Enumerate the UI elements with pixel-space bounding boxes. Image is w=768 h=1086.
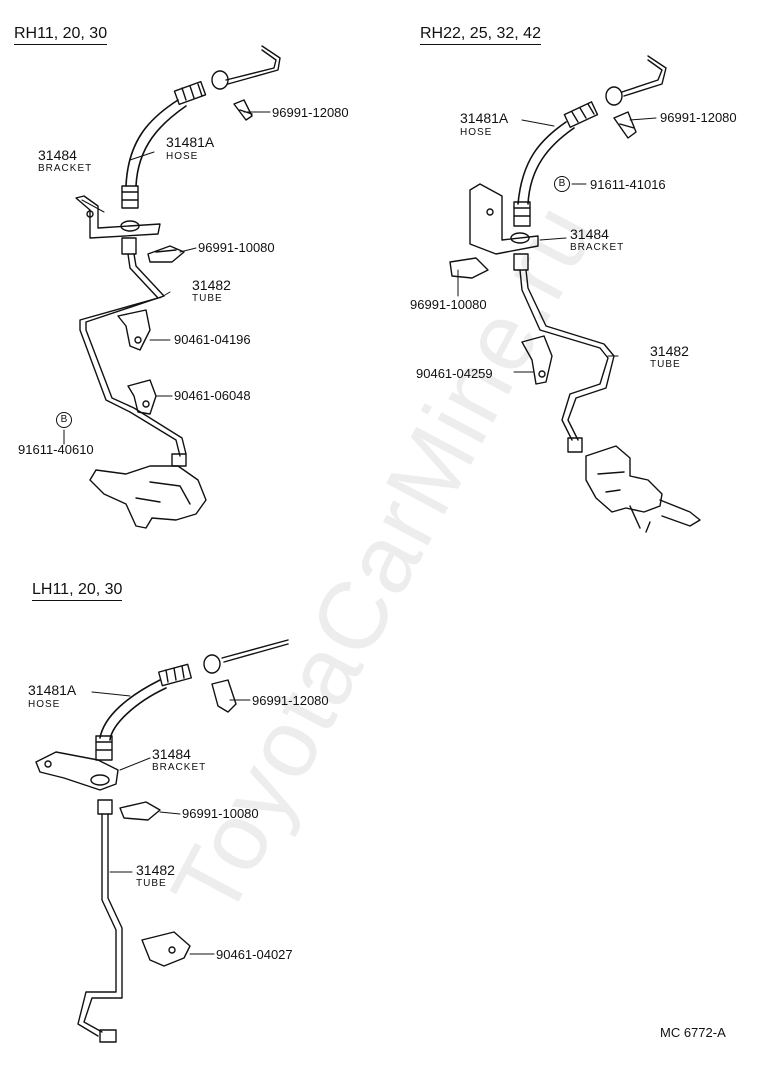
callout-31482: 31482 — [650, 343, 689, 359]
hose-upper-fitting — [564, 102, 597, 127]
clip-icon — [234, 100, 252, 120]
callout-hose-name: HOSE — [166, 151, 199, 162]
hose-upper-fitting — [174, 82, 205, 105]
clamp-04196 — [118, 310, 150, 350]
group-lh11-drawing — [36, 640, 288, 1042]
callout-90461-04027: 90461-04027 — [216, 947, 293, 962]
clamp-04259 — [522, 336, 552, 384]
callout-bracket-name: BRACKET — [38, 163, 93, 174]
callout-bracket-name: BRACKET — [152, 762, 207, 773]
union-fitting — [204, 655, 220, 673]
clip-icon — [120, 802, 160, 820]
brake-line — [226, 50, 276, 80]
callout-90461-04259: 90461-04259 — [416, 366, 493, 381]
clip-icon — [148, 246, 184, 262]
tube — [78, 814, 116, 1036]
callout-tube-name: TUBE — [136, 878, 167, 889]
clamp-06048 — [128, 380, 156, 414]
hose-upper-fitting — [159, 664, 192, 685]
callout-96991-10080: 96991-10080 — [410, 297, 487, 312]
callout-31482: 31482 — [192, 277, 231, 293]
callout-96991-12080: 96991-12080 — [272, 105, 349, 120]
callout-31481a: 31481A — [166, 134, 215, 150]
callout-31481a: 31481A — [460, 110, 509, 126]
tube — [80, 254, 180, 456]
group-heading-rh22: RH22, 25, 32, 42 — [420, 26, 541, 45]
callout-96991-10080: 96991-10080 — [182, 806, 259, 821]
bracket-31484 — [76, 196, 160, 238]
callout-31484: 31484 — [38, 147, 77, 163]
hose — [100, 680, 160, 738]
marker-b: B — [554, 176, 570, 192]
valve-body — [586, 446, 662, 512]
marker-b: B — [56, 412, 72, 428]
callout-91611-41016: 91611-41016 — [590, 177, 666, 192]
brake-line — [222, 640, 288, 658]
hose-lower-fitting — [96, 736, 112, 760]
hose — [518, 122, 566, 204]
union-fitting — [606, 87, 622, 105]
leader-lines — [64, 112, 656, 954]
diagram-code: MC 6772-A — [660, 1025, 726, 1040]
callout-31484: 31484 — [570, 226, 609, 242]
callout-hose-name: HOSE — [460, 127, 493, 138]
callout-90461-04196: 90461-04196 — [174, 332, 251, 347]
hose-lower-fitting — [122, 186, 138, 208]
callout-tube-name: TUBE — [650, 359, 681, 370]
hose — [126, 100, 178, 186]
clip-icon — [614, 112, 636, 138]
clip-icon — [212, 680, 236, 712]
group-rh22-drawing — [450, 56, 700, 532]
callout-bracket-name: BRACKET — [570, 242, 625, 253]
valve-body — [90, 466, 206, 528]
callout-hose-name: HOSE — [28, 699, 61, 710]
callout-90461-06048: 90461-06048 — [174, 388, 251, 403]
callout-31484: 31484 — [152, 746, 191, 762]
tube — [520, 270, 608, 440]
callout-96991-10080: 96991-10080 — [198, 240, 275, 255]
union-fitting — [212, 71, 228, 89]
callout-91611-40610: 91611-40610 — [18, 442, 94, 457]
hose-lower-fitting — [514, 202, 530, 226]
callout-96991-12080: 96991-12080 — [660, 110, 737, 125]
clip-icon — [450, 258, 488, 278]
group-heading-rh11: RH11, 20, 30 — [14, 26, 108, 45]
bracket-31484 — [36, 752, 118, 790]
callout-31482: 31482 — [136, 862, 175, 878]
brake-line — [622, 60, 662, 92]
group-rh11-drawing — [76, 46, 280, 528]
callout-tube-name: TUBE — [192, 293, 223, 304]
callout-31481a: 31481A — [28, 682, 77, 698]
clamp-04027 — [142, 932, 190, 966]
callout-96991-12080: 96991-12080 — [252, 693, 329, 708]
bracket-31484 — [470, 184, 538, 254]
group-heading-lh11: LH11, 20, 30 — [32, 582, 123, 601]
